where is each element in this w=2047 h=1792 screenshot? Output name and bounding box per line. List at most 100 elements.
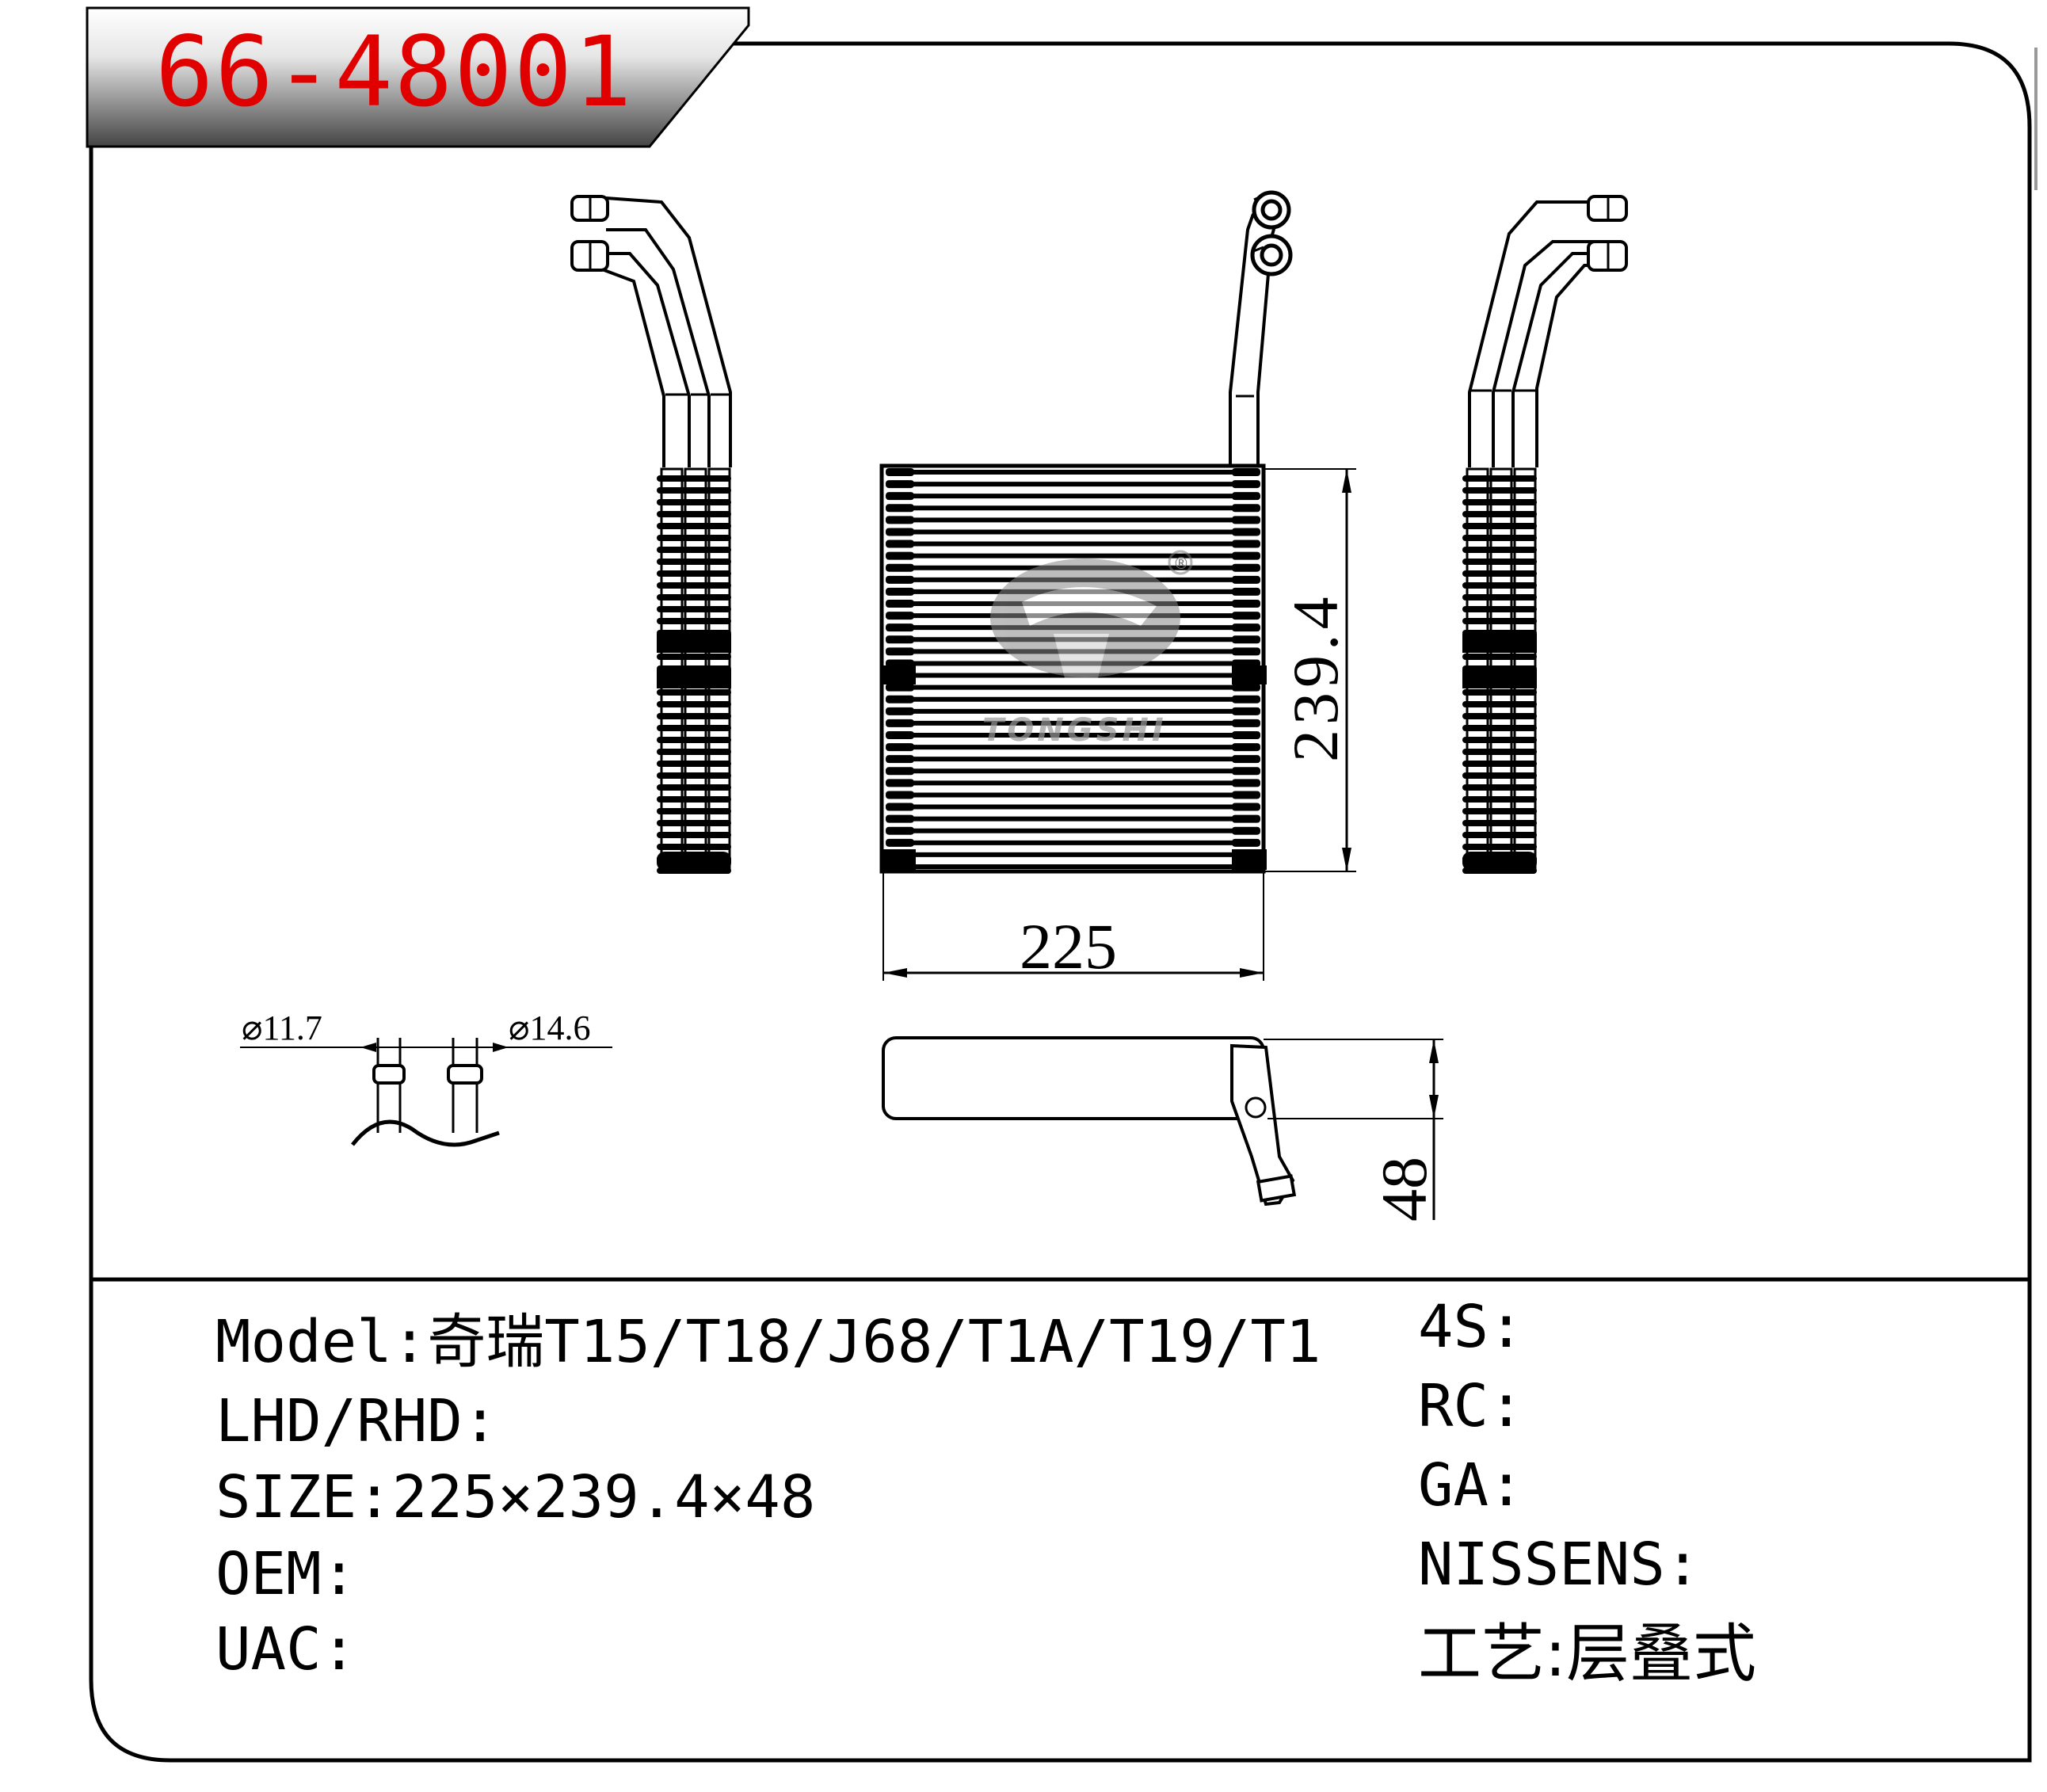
- side-fin: [1462, 547, 1537, 553]
- core-end-cap-left: [886, 826, 914, 835]
- core-end-cap-right: [1232, 814, 1260, 823]
- depth-value: 48: [1368, 1157, 1440, 1222]
- core-end-cap-left: [886, 647, 914, 656]
- core-end-cap-left: [886, 623, 914, 632]
- core-end-cap-right: [1232, 719, 1260, 727]
- core-end-cap-right: [1232, 575, 1260, 584]
- side-fin: [1462, 618, 1537, 624]
- front-view: [879, 190, 1293, 874]
- core-end-cap-left: [886, 551, 914, 560]
- side-fin: [657, 606, 731, 612]
- side-fin: [657, 689, 731, 696]
- lhd-rhd-label: LHD/RHD:: [215, 1387, 498, 1455]
- height-value: 239.4: [1279, 593, 1351, 763]
- side-fin: [1462, 713, 1537, 719]
- core-end-cap-right: [1232, 540, 1260, 548]
- nissens-row: NISSENS:: [1418, 1535, 1700, 1594]
- width-dimension: [882, 871, 1264, 981]
- core-end-cap-right: [1232, 755, 1260, 764]
- uac-label: UAC:: [215, 1615, 357, 1683]
- core-clip-bottom-right: [1232, 849, 1267, 870]
- right-side-view: [1462, 195, 1628, 874]
- side-fin: [1462, 808, 1537, 814]
- core-end-cap-right: [1232, 707, 1260, 715]
- core-end-cap-right: [1232, 551, 1260, 560]
- side-fin: [1462, 487, 1537, 494]
- sheet-frame: [89, 41, 2032, 1763]
- side-fin: [657, 618, 731, 624]
- core-end-cap-right: [1232, 480, 1260, 489]
- side-fin: [1462, 784, 1537, 791]
- process-row: 工艺:层叠式: [1418, 1622, 1756, 1686]
- side-fin: [1462, 701, 1537, 707]
- side-fin: [657, 654, 731, 660]
- side-base: [657, 852, 731, 871]
- side-clip: [657, 634, 731, 653]
- side-fin: [1462, 499, 1537, 505]
- oem-label: OEM:: [215, 1540, 357, 1608]
- core-clip-right: [1232, 665, 1267, 684]
- core-end-cap-left: [886, 612, 914, 620]
- core-end-cap-left: [886, 707, 914, 715]
- core-clip-left: [881, 665, 916, 684]
- core-end-cap-left: [886, 767, 914, 776]
- core-end-cap-right: [1232, 528, 1260, 536]
- side-fin: [657, 772, 731, 779]
- pipe-detail: [240, 1038, 612, 1147]
- size-value: 225×239.4×48: [391, 1463, 816, 1531]
- side-fin: [657, 784, 731, 791]
- side-fin: [1462, 582, 1537, 589]
- core-end-cap-right: [1232, 826, 1260, 835]
- side-fin: [657, 559, 731, 565]
- size-label: SIZE:: [215, 1463, 392, 1531]
- side-fin: [1462, 749, 1537, 755]
- title-tab: [86, 6, 750, 148]
- core-end-cap-right: [1232, 612, 1260, 620]
- core-end-cap-left: [886, 480, 914, 489]
- core-end-cap-left: [886, 587, 914, 596]
- core-end-cap-left: [886, 803, 914, 811]
- side-fin: [1462, 832, 1537, 838]
- top-view: [882, 1036, 1443, 1220]
- core-end-cap-left: [886, 719, 914, 727]
- core-end-cap-left: [886, 492, 914, 501]
- side-fin: [657, 570, 731, 577]
- core-end-cap-right: [1232, 600, 1260, 608]
- core-end-cap-left: [886, 779, 914, 787]
- side-fin: [657, 844, 731, 850]
- process-label: 工艺:: [1418, 1617, 1566, 1691]
- core-end-cap-right: [1232, 647, 1260, 656]
- side-fin: [1462, 535, 1537, 541]
- nissens-label: NISSENS:: [1418, 1531, 1701, 1599]
- side-fin: [1462, 725, 1537, 731]
- pipe-small-label: ⌀11.7: [242, 1008, 322, 1047]
- side-fin: [657, 713, 731, 719]
- oem-row: OEM:: [215, 1545, 356, 1603]
- side-fin: [1462, 820, 1537, 826]
- side-fin: [657, 535, 731, 541]
- size-row: SIZE:225×239.4×48: [215, 1468, 815, 1527]
- side-fin: [657, 499, 731, 505]
- core-end-cap-right: [1232, 659, 1260, 668]
- watermark-logo: [990, 550, 1193, 681]
- core-end-caps: [881, 468, 1267, 871]
- side-fin: [657, 582, 731, 589]
- watermark-brand: TONGSHI: [982, 712, 1167, 749]
- core-end-cap-left: [886, 659, 914, 668]
- core-end-cap-left: [886, 528, 914, 536]
- height-dimension: [1264, 468, 1356, 872]
- lhd-rhd-row: LHD/RHD:: [215, 1392, 497, 1451]
- core-end-cap-right: [1232, 516, 1260, 524]
- core-end-cap-left: [886, 635, 914, 644]
- side-base: [1462, 852, 1537, 871]
- core-end-cap-left: [886, 468, 914, 476]
- core-end-cap-right: [1232, 838, 1260, 847]
- side-fin: [657, 761, 731, 767]
- core-end-cap-right: [1232, 791, 1260, 799]
- side-fin: [657, 547, 731, 553]
- core-end-cap-left: [886, 743, 914, 752]
- core-end-cap-left: [886, 504, 914, 513]
- core-end-cap-right: [1232, 635, 1260, 644]
- side-fin: [657, 796, 731, 803]
- side-fin: [657, 511, 731, 517]
